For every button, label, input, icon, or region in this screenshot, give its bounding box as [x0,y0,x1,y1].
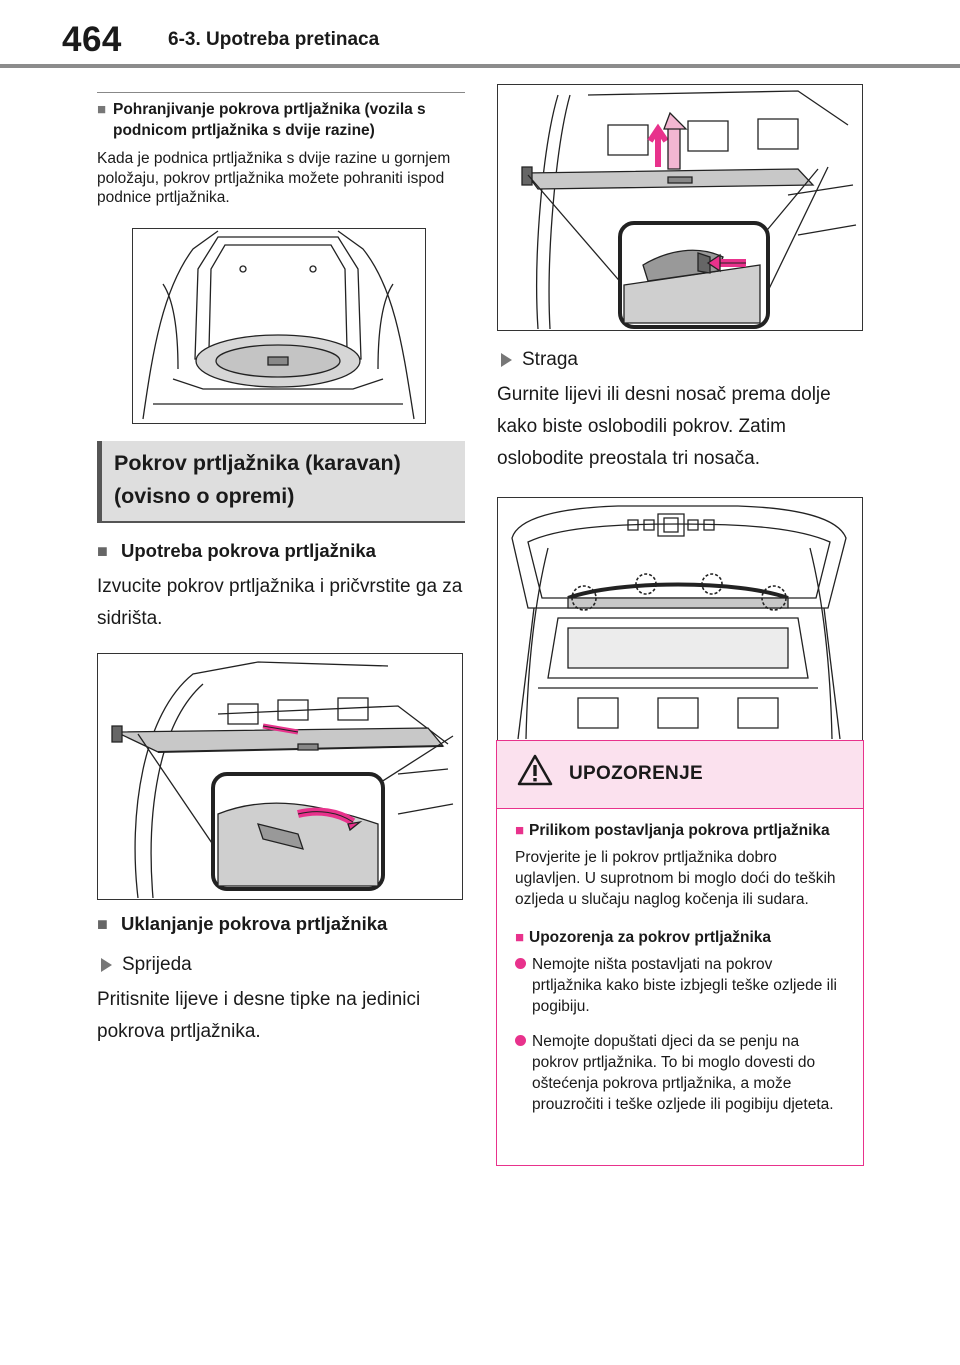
use-text: Izvucite pokrov prtljažnika i pričvrstit… [97,575,463,629]
storage-heading: ■ Pohranjivanje pokrova prtljažnika (voz… [97,99,465,141]
right-column: Straga Gurnite lijevi ili desni nosač pr… [497,84,863,741]
dot-bullet-icon [515,958,526,969]
figure-install-illustration [111,660,454,898]
header-rule [0,64,960,68]
warning-sub1-text: Prilikom postavljanja pokrova prtljažnik… [529,822,830,839]
warning-bullet-1: Nemojte ništa postavljati na pokrov prtl… [515,954,845,1017]
warning-bullet2-text: Nemojte dopuštati djeci da se penju na p… [532,1033,834,1113]
left-column: ■ Pohranjivanje pokrova prtljažnika (voz… [97,92,465,1048]
section-band: Pokrov prtljažnika (karavan) (ovisno o o… [97,440,465,521]
square-bullet-icon: ■ [97,913,108,934]
figure-hatch-hooks-illustration [511,505,847,739]
square-bullet-icon: ■ [97,540,108,561]
arrow-bullet-icon [501,353,512,367]
front-text: Pritisnite lijeve i desne tipke na jedin… [97,988,421,1042]
storage-text: Kada je podnica prtljažnika s dvije razi… [97,150,451,206]
figure-install [97,652,463,900]
page-header: 464 6-3. Upotreba pretinaca [0,0,960,68]
warning-bullet-2: Nemojte dopuštati djeci da se penju na p… [515,1031,845,1115]
square-bullet-icon: ■ [97,101,107,118]
square-bullet-icon: ■ [515,822,525,839]
use-heading-text: Upotreba pokrova prtljažnika [121,539,376,561]
dot-bullet-icon [515,1035,526,1046]
warning-bullet1-text: Nemojte ništa postavljati na pokrov prtl… [532,956,837,1015]
warning-sub-installing: ■ Prilikom postavljanja pokrova prtljažn… [515,821,845,841]
band-title-line1: Pokrov prtljažnika (karavan) [114,450,401,475]
warning-header: UPOZORENJE [497,741,863,809]
front-label: Sprijeda [97,952,465,978]
square-bullet-icon: ■ [515,929,525,946]
storage-heading-text: Pohranjivanje pokrova prtljažnika (vozil… [113,101,426,139]
band-title-line2: (ovisno o opremi) [114,483,295,508]
arrow-bullet-icon [101,957,112,972]
rear-text: Gurnite lijevi ili desni nosač prema dol… [497,384,831,469]
warning-text1: Provjerite je li pokrov prtljažnika dobr… [515,849,836,908]
figure-storage-illustration [142,229,415,419]
remove-heading: ■ Uklanjanje pokrova prtljažnika [97,912,465,936]
use-heading: ■ Upotreba pokrova prtljažnika [97,539,465,563]
rear-label-text: Straga [522,349,578,370]
section-title: 6-3. Upotreba pretinaca [168,29,380,50]
page-number: 464 [62,20,122,59]
front-label-text: Sprijeda [122,953,192,975]
figure-hatch-hooks [497,497,863,741]
warning-triangle-icon [517,754,553,786]
warning-box: UPOZORENJE ■ Prilikom postavljanja pokro… [496,740,864,1166]
remove-heading-text: Uklanjanje pokrova prtljažnika [121,912,388,934]
warning-title: UPOZORENJE [569,763,703,784]
figure-rear-release [497,84,863,331]
warning-sub-precautions: ■ Upozorenja za pokrov prtljažnika [515,928,845,948]
figure-rear-release-illustration [521,90,857,329]
rear-label: Straga [497,347,863,373]
warning-body: ■ Prilikom postavljanja pokrova prtljažn… [497,809,863,1115]
section-divider [97,92,465,93]
band-rule [97,520,465,523]
figure-storage [132,227,426,424]
warning-sub2-text: Upozorenja za pokrov prtljažnika [529,929,772,946]
